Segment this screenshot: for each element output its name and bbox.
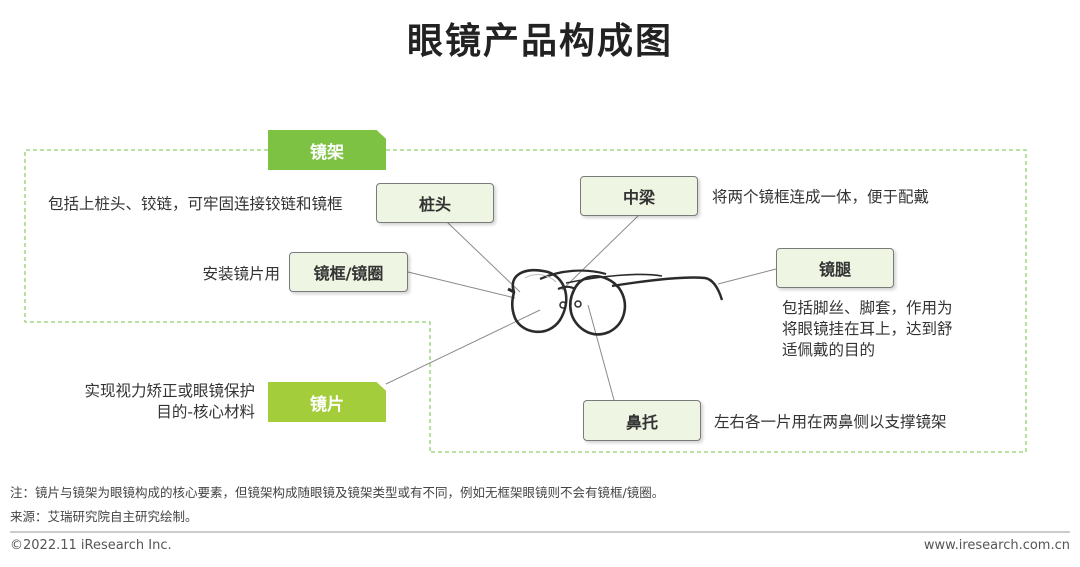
desc-nose-pad: 左右各一片用在两鼻侧以支撑镜架 xyxy=(714,413,947,431)
label-bridge: 中梁 xyxy=(580,176,698,216)
website-link[interactable]: www.iresearch.com.cn xyxy=(923,538,1070,553)
desc-bridge: 将两个镜框连成一体，便于配戴 xyxy=(712,188,930,206)
label-rim-text: 镜框/镜圈 xyxy=(313,264,384,283)
nose-pad-left xyxy=(559,301,567,309)
lens-tag-label: 镜片 xyxy=(310,394,344,415)
label-temple-text: 镜腿 xyxy=(818,260,851,279)
desc-rim: 安装镜片用 xyxy=(202,265,280,283)
frame-region-outline xyxy=(24,149,431,452)
leader-rim xyxy=(407,271,516,299)
label-nose-pad: 鼻托 xyxy=(583,400,701,441)
frame-tag: 镜架 xyxy=(268,130,386,170)
label-pile-head-text: 桩头 xyxy=(418,195,451,214)
copyright: ©2022.11 iResearch Inc. xyxy=(10,538,172,553)
left-lens-rim xyxy=(510,268,568,334)
temple-arm xyxy=(611,276,724,301)
bridge-top-bar xyxy=(539,269,607,281)
desc-pile-head: 包括上桩头、铰链，可牢固连接铰链和镜框 xyxy=(48,195,343,213)
label-temple: 镜腿 xyxy=(776,248,894,288)
leader-bridge xyxy=(561,215,639,291)
nose-pad-right xyxy=(574,300,582,308)
desc-lens: 实现视力矫正或眼镜保护 目的-核心材料 xyxy=(60,381,255,423)
page-title: 眼镜产品构成图 xyxy=(406,21,673,62)
leader-temple xyxy=(717,268,777,285)
frame-tag-label: 镜架 xyxy=(310,142,344,163)
temple-arm-far xyxy=(565,273,663,284)
desc-lens-line-1: 实现视力矫正或眼镜保护 xyxy=(84,382,255,400)
desc-temple-line-3: 适佩戴的目的 xyxy=(782,341,876,359)
footnote: 注：镜片与镜架为眼镜构成的核心要素，但镜架构成随眼镜及镜架类型或有不同，例如无框… xyxy=(10,485,665,500)
left-endpiece xyxy=(507,287,515,294)
frame-region-outline-right xyxy=(386,149,1027,453)
label-rim: 镜框/镜圈 xyxy=(289,252,408,292)
desc-lens-line-2: 目的-核心材料 xyxy=(156,403,255,421)
label-bridge-text: 中梁 xyxy=(622,188,655,207)
source-note: 来源：艾瑞研究院自主研究绘制。 xyxy=(10,509,198,524)
lens-highlight xyxy=(524,274,557,283)
lens-tag: 镜片 xyxy=(268,382,386,422)
desc-temple: 包括脚丝、脚套，作用为 将眼镜挂在耳上，达到舒 适佩戴的目的 xyxy=(782,298,953,361)
bridge-lower xyxy=(557,285,576,291)
glasses-illustration xyxy=(507,268,724,336)
label-nose-pad-text: 鼻托 xyxy=(625,412,658,432)
leader-nose-pad xyxy=(587,304,615,401)
leader-lens xyxy=(385,309,541,385)
leader-pile-head xyxy=(446,221,521,293)
label-pile-head: 桩头 xyxy=(376,183,494,223)
desc-temple-line-1: 包括脚丝、脚套，作用为 xyxy=(782,299,953,317)
desc-temple-line-2: 将眼镜挂在耳上，达到舒 xyxy=(782,320,953,338)
